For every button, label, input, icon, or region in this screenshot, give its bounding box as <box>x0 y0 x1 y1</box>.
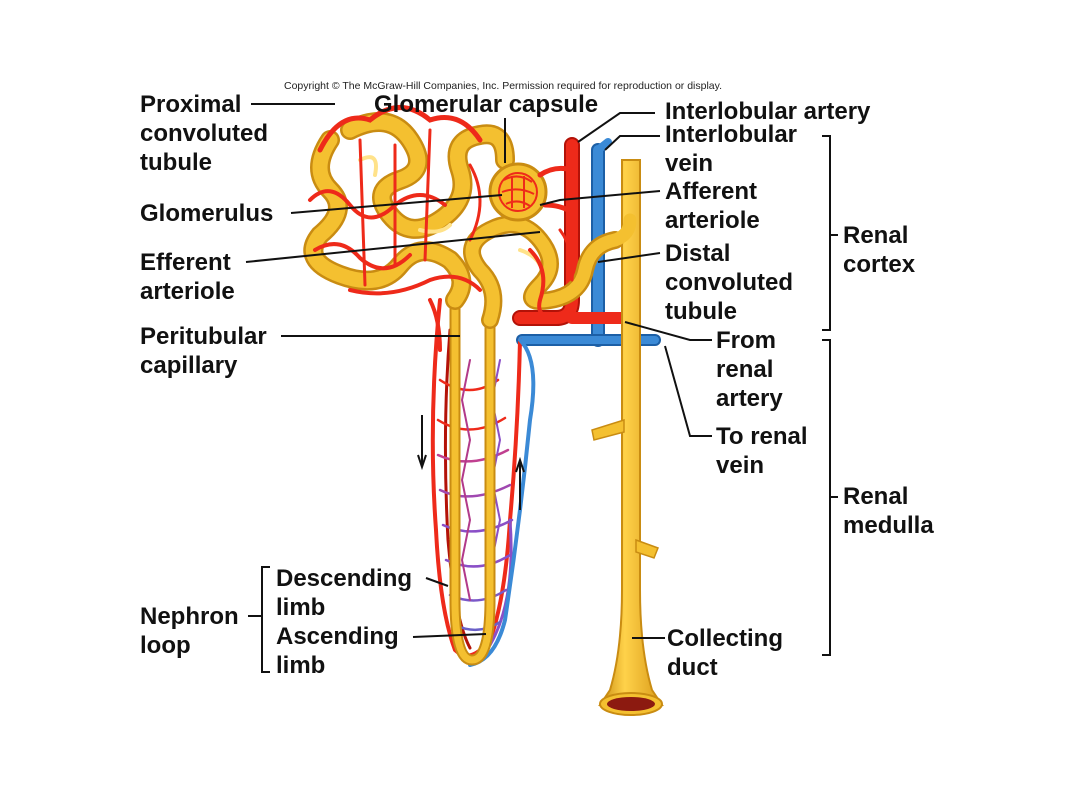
label-line: Proximal <box>140 91 242 118</box>
label-afferent-arteriole: Afferent arteriole <box>665 177 760 235</box>
label-renal-cortex: Renal cortex <box>843 221 915 279</box>
label-line: Efferent <box>140 249 231 276</box>
label-glomerulus: Glomerulus <box>140 199 273 228</box>
label-line: Distal <box>665 240 731 267</box>
label-line: cortex <box>843 251 916 278</box>
label-line: artery <box>716 385 783 412</box>
leader-lines <box>245 103 838 673</box>
label-line: medulla <box>843 512 934 539</box>
label-from-renal-artery: From renal artery <box>716 326 783 413</box>
label-line: Glomerular capsule <box>374 91 599 118</box>
label-line: limb <box>276 652 326 679</box>
label-line: capillary <box>140 352 238 379</box>
label-line: tubule <box>665 298 737 325</box>
label-line: Peritubular <box>140 323 267 350</box>
label-line: convoluted <box>140 120 269 147</box>
label-line: loop <box>140 632 191 659</box>
label-line: Renal <box>843 222 909 249</box>
label-line: vein <box>665 150 714 177</box>
label-collecting-duct: Collecting duct <box>667 624 783 682</box>
label-line: renal <box>716 356 774 383</box>
label-efferent-arteriole: Efferent arteriole <box>140 248 235 306</box>
label-interlobular-artery: Interlobular artery <box>665 97 870 126</box>
label-line: Renal <box>843 483 909 510</box>
label-proximal-convoluted-tubule: Proximal convoluted tubule <box>140 90 268 177</box>
label-line: To renal <box>716 423 808 450</box>
label-line: vein <box>716 452 765 479</box>
label-line: convoluted <box>665 269 794 296</box>
label-line: Collecting <box>667 625 784 652</box>
glomerular-capsule <box>488 162 548 222</box>
label-line: limb <box>276 594 326 621</box>
label-line: Glomerulus <box>140 200 274 227</box>
convoluted-tubules <box>303 112 637 329</box>
peritubular-network <box>430 298 536 667</box>
label-line: Ascending <box>276 623 399 650</box>
label-line: Descending <box>276 565 413 592</box>
label-to-renal-vein: To renal vein <box>716 422 808 480</box>
label-line: Nephron <box>140 603 239 630</box>
label-line: Interlobular <box>665 121 798 148</box>
cortical-capillaries <box>308 105 575 352</box>
label-peritubular-capillary: Peritubular capillary <box>140 322 267 380</box>
label-line: tubule <box>140 149 212 176</box>
label-ascending-limb: Ascending limb <box>276 622 399 680</box>
label-line: Interlobular artery <box>665 98 871 125</box>
label-line: arteriole <box>140 278 235 305</box>
label-nephron-loop: Nephron loop <box>140 602 239 660</box>
label-distal-convoluted-tubule: Distal convoluted tubule <box>665 239 793 326</box>
label-line: duct <box>667 654 718 681</box>
nephron-loop-tubule <box>449 289 496 666</box>
copyright-notice: Copyright © The McGraw-Hill Companies, I… <box>284 80 723 92</box>
label-glomerular-capsule: Glomerular capsule <box>374 90 598 119</box>
label-line: Afferent <box>665 178 758 205</box>
label-line: arteriole <box>665 207 760 234</box>
label-line: From <box>716 327 776 354</box>
collecting-duct <box>591 159 664 716</box>
label-renal-medulla: Renal medulla <box>843 482 934 540</box>
label-descending-limb: Descending limb <box>276 564 412 622</box>
label-interlobular-vein: Interlobular vein <box>665 120 797 178</box>
